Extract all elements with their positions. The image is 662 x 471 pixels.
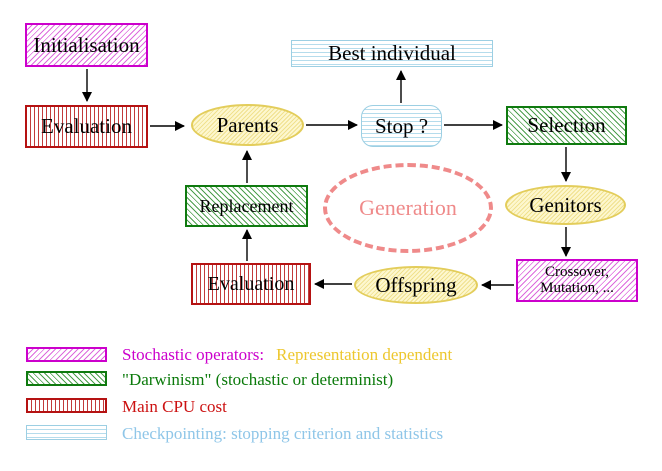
node-evaluation-top-label: Evaluation [41, 114, 132, 139]
node-genitors: Genitors [505, 185, 626, 225]
legend-swatch-stochastic-operators [26, 347, 107, 362]
generation-loop-ellipse: Generation [323, 163, 493, 253]
crossover-line2: Mutation, ... [540, 279, 614, 296]
generation-label: Generation [359, 195, 457, 221]
node-evaluation-bottom-label: Evaluation [207, 272, 295, 295]
node-stop-label: Stop ? [374, 113, 429, 138]
crossover-line1: Crossover, [545, 263, 609, 280]
legend-swatch-main-cpu-cost [26, 398, 107, 413]
node-offspring: Offspring [354, 266, 478, 304]
node-genitors-label: Genitors [529, 192, 602, 217]
node-selection: Selection [506, 106, 627, 145]
node-initialisation: Initialisation [25, 23, 148, 67]
legend-label-main-cpu-cost: Main CPU cost [122, 397, 227, 416]
node-crossover-mutation: Crossover, Mutation, ... [516, 259, 638, 302]
legend-label-stochastic-operators: Stochastic operators: Representation depe… [122, 345, 452, 365]
legend-label-checkpointing: Checkpointing: stopping criterion and st… [122, 424, 444, 443]
node-replacement-label: Replacement [199, 195, 294, 216]
legend-swatch-darwinism [26, 371, 107, 386]
node-evaluation-top: Evaluation [25, 105, 148, 148]
node-selection-label: Selection [527, 113, 606, 138]
node-parents: Parents [191, 104, 304, 146]
legend-swatch-checkpointing [26, 425, 107, 440]
node-best-individual: Best individual [291, 40, 493, 67]
node-best-individual-label: Best individual [328, 41, 456, 66]
node-evaluation-bottom: Evaluation [191, 263, 311, 305]
node-initialisation-label: Initialisation [33, 32, 140, 57]
legend-label-stochastic-main: Stochastic operators: [122, 345, 265, 364]
node-replacement: Replacement [185, 185, 308, 227]
legend-label-darwinism: "Darwinism" (stochastic or determinist) [122, 370, 394, 389]
node-offspring-label: Offspring [375, 272, 457, 297]
legend-label-representation-dependent: Representation dependent [276, 345, 453, 364]
node-stop: Stop ? [361, 105, 442, 147]
node-crossover-mutation-label: Crossover, Mutation, ... [540, 263, 614, 297]
node-parents-label: Parents [216, 112, 279, 137]
